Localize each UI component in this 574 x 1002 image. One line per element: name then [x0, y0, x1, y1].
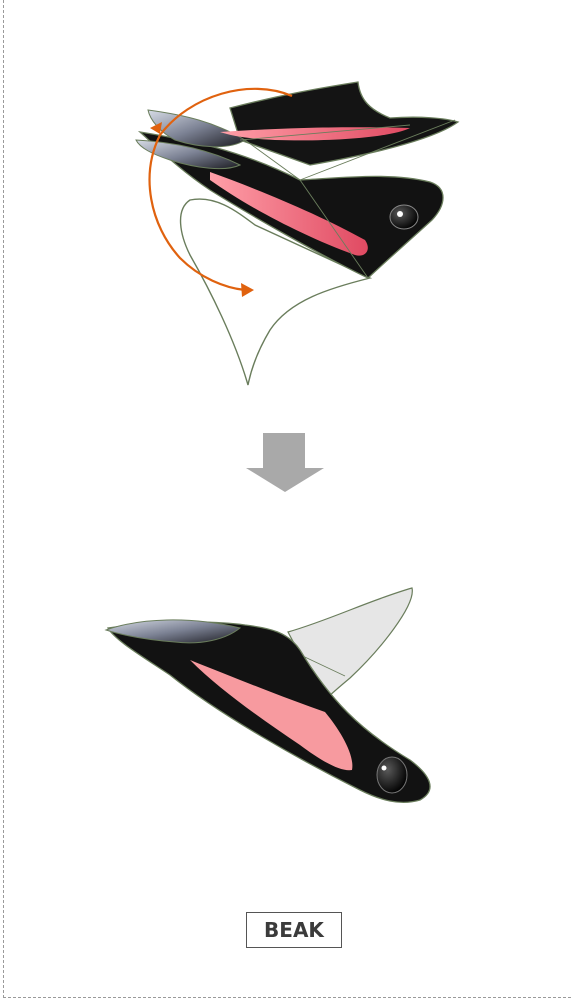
finished-beak-figure: [106, 588, 430, 802]
beak-eye-highlight: [382, 766, 387, 771]
eye-highlight: [397, 211, 403, 217]
beak-eye: [377, 757, 407, 793]
folded-head-figure: [136, 82, 458, 385]
step-down-arrow: [246, 433, 324, 492]
beak-label: BEAK: [246, 912, 342, 948]
upper-wing: [230, 82, 458, 165]
eye: [390, 205, 418, 229]
